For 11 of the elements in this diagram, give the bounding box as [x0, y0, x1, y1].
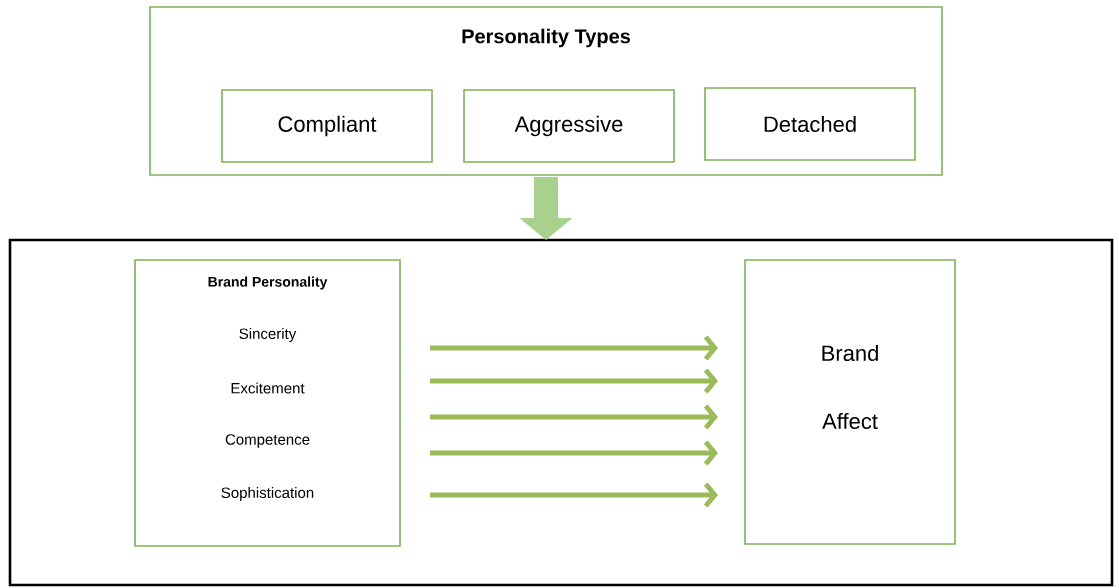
text-box: Detached	[704, 87, 916, 161]
arrow	[430, 335, 718, 361]
text-box: Aggressive	[463, 89, 675, 163]
arrow	[430, 404, 718, 430]
arrow	[430, 440, 718, 466]
arrow	[430, 368, 718, 394]
text-box: Brand Affect	[744, 259, 956, 545]
arrow	[430, 482, 718, 508]
text-box: Compliant	[221, 89, 433, 163]
list-box: Brand Personality Sincerity Excitement Competence Sophistication	[134, 259, 401, 547]
frame-box	[8, 238, 1114, 587]
